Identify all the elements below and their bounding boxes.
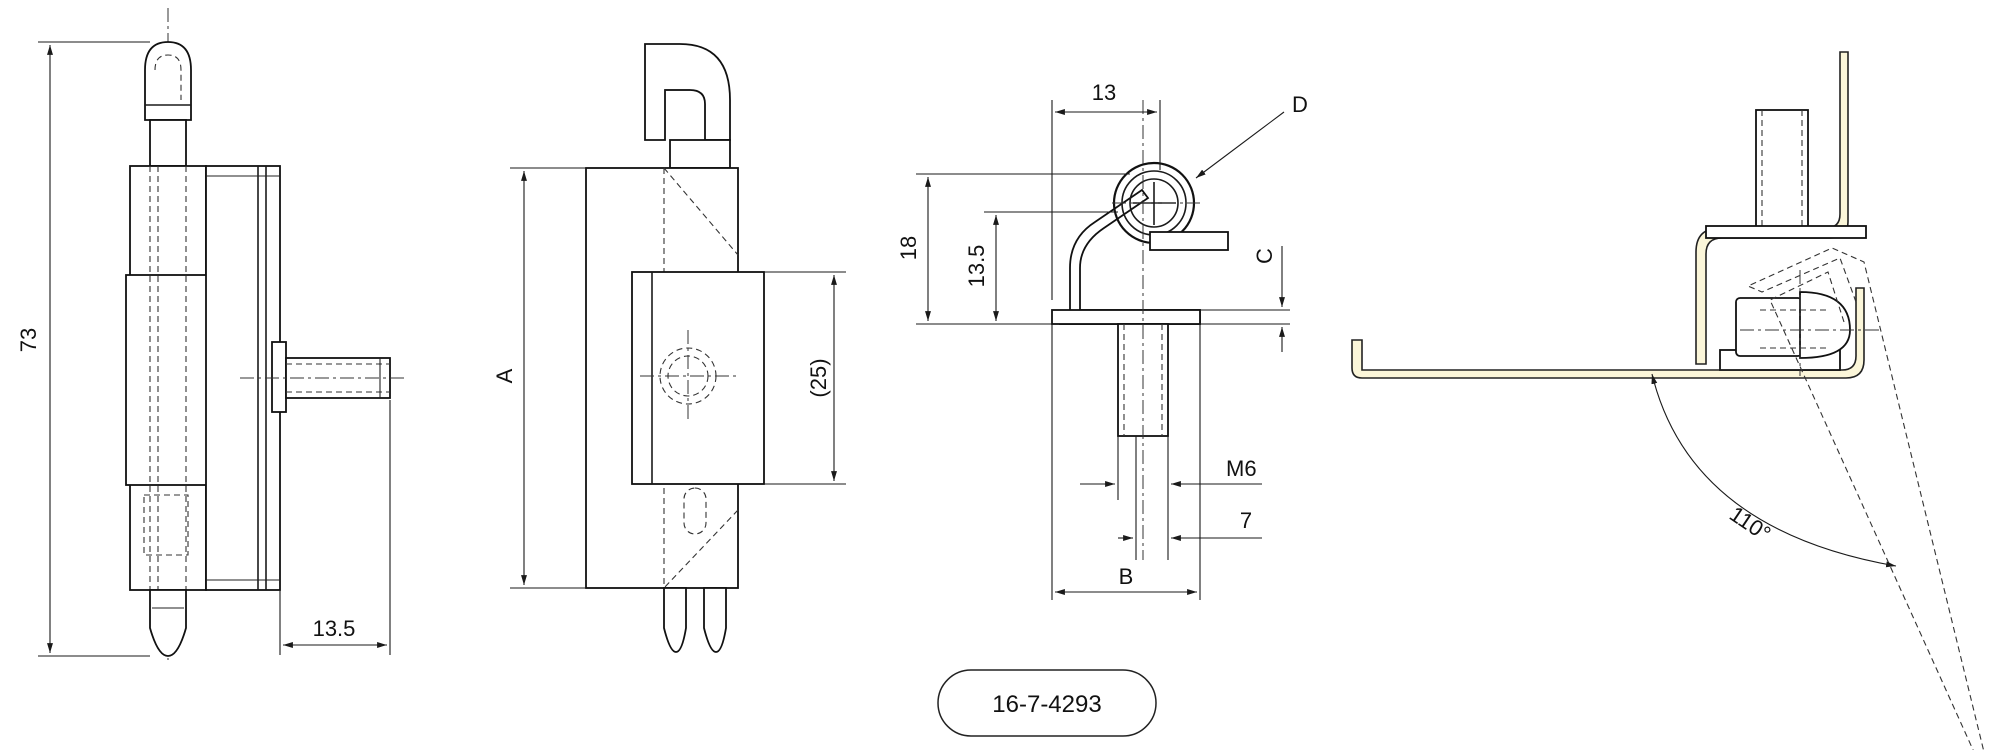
dim-label-110: 110° [1725, 501, 1775, 546]
dim-label-13-top: 13 [1092, 80, 1116, 105]
drawing-code-badge: 16-7-4293 [937, 669, 1157, 737]
dim-c: C [1200, 246, 1290, 352]
dim-label-7: 7 [1240, 508, 1252, 533]
dim-pin-width: 7 [1118, 436, 1262, 560]
dim-height-18: 18 [896, 173, 1130, 325]
top-view [1051, 100, 1229, 560]
installed-view [1351, 51, 1985, 750]
leader-detail-d: D [1195, 92, 1308, 179]
dim-side-clearance: (25) [764, 271, 846, 485]
dim-label-B: B [1119, 564, 1134, 589]
drawing-code: 16-7-4293 [992, 691, 1101, 718]
dim-label-A: A [492, 368, 517, 383]
dim-label-13-5-front: 13.5 [313, 616, 356, 641]
dim-opening-angle: 110° [1651, 373, 1897, 568]
dim-side-height: A [492, 167, 586, 589]
front-view [125, 8, 408, 660]
dim-label-M6: M6 [1226, 456, 1257, 481]
dim-label-C: C [1252, 248, 1277, 264]
dim-front-offset: 13.5 [279, 400, 391, 655]
dim-thread: M6 [1080, 436, 1262, 560]
dim-label-18: 18 [896, 236, 921, 260]
label-D: D [1292, 92, 1308, 117]
side-view [585, 43, 765, 653]
dim-height-13-5: 13.5 [964, 211, 1118, 321]
dim-label-73: 73 [16, 328, 41, 352]
dim-top-width: 13 [1051, 80, 1161, 300]
dim-label-13-5-top: 13.5 [964, 245, 989, 288]
dim-label-25: (25) [806, 358, 831, 397]
dim-b: B [1051, 324, 1201, 600]
dim-overall-height: 73 [16, 41, 150, 657]
